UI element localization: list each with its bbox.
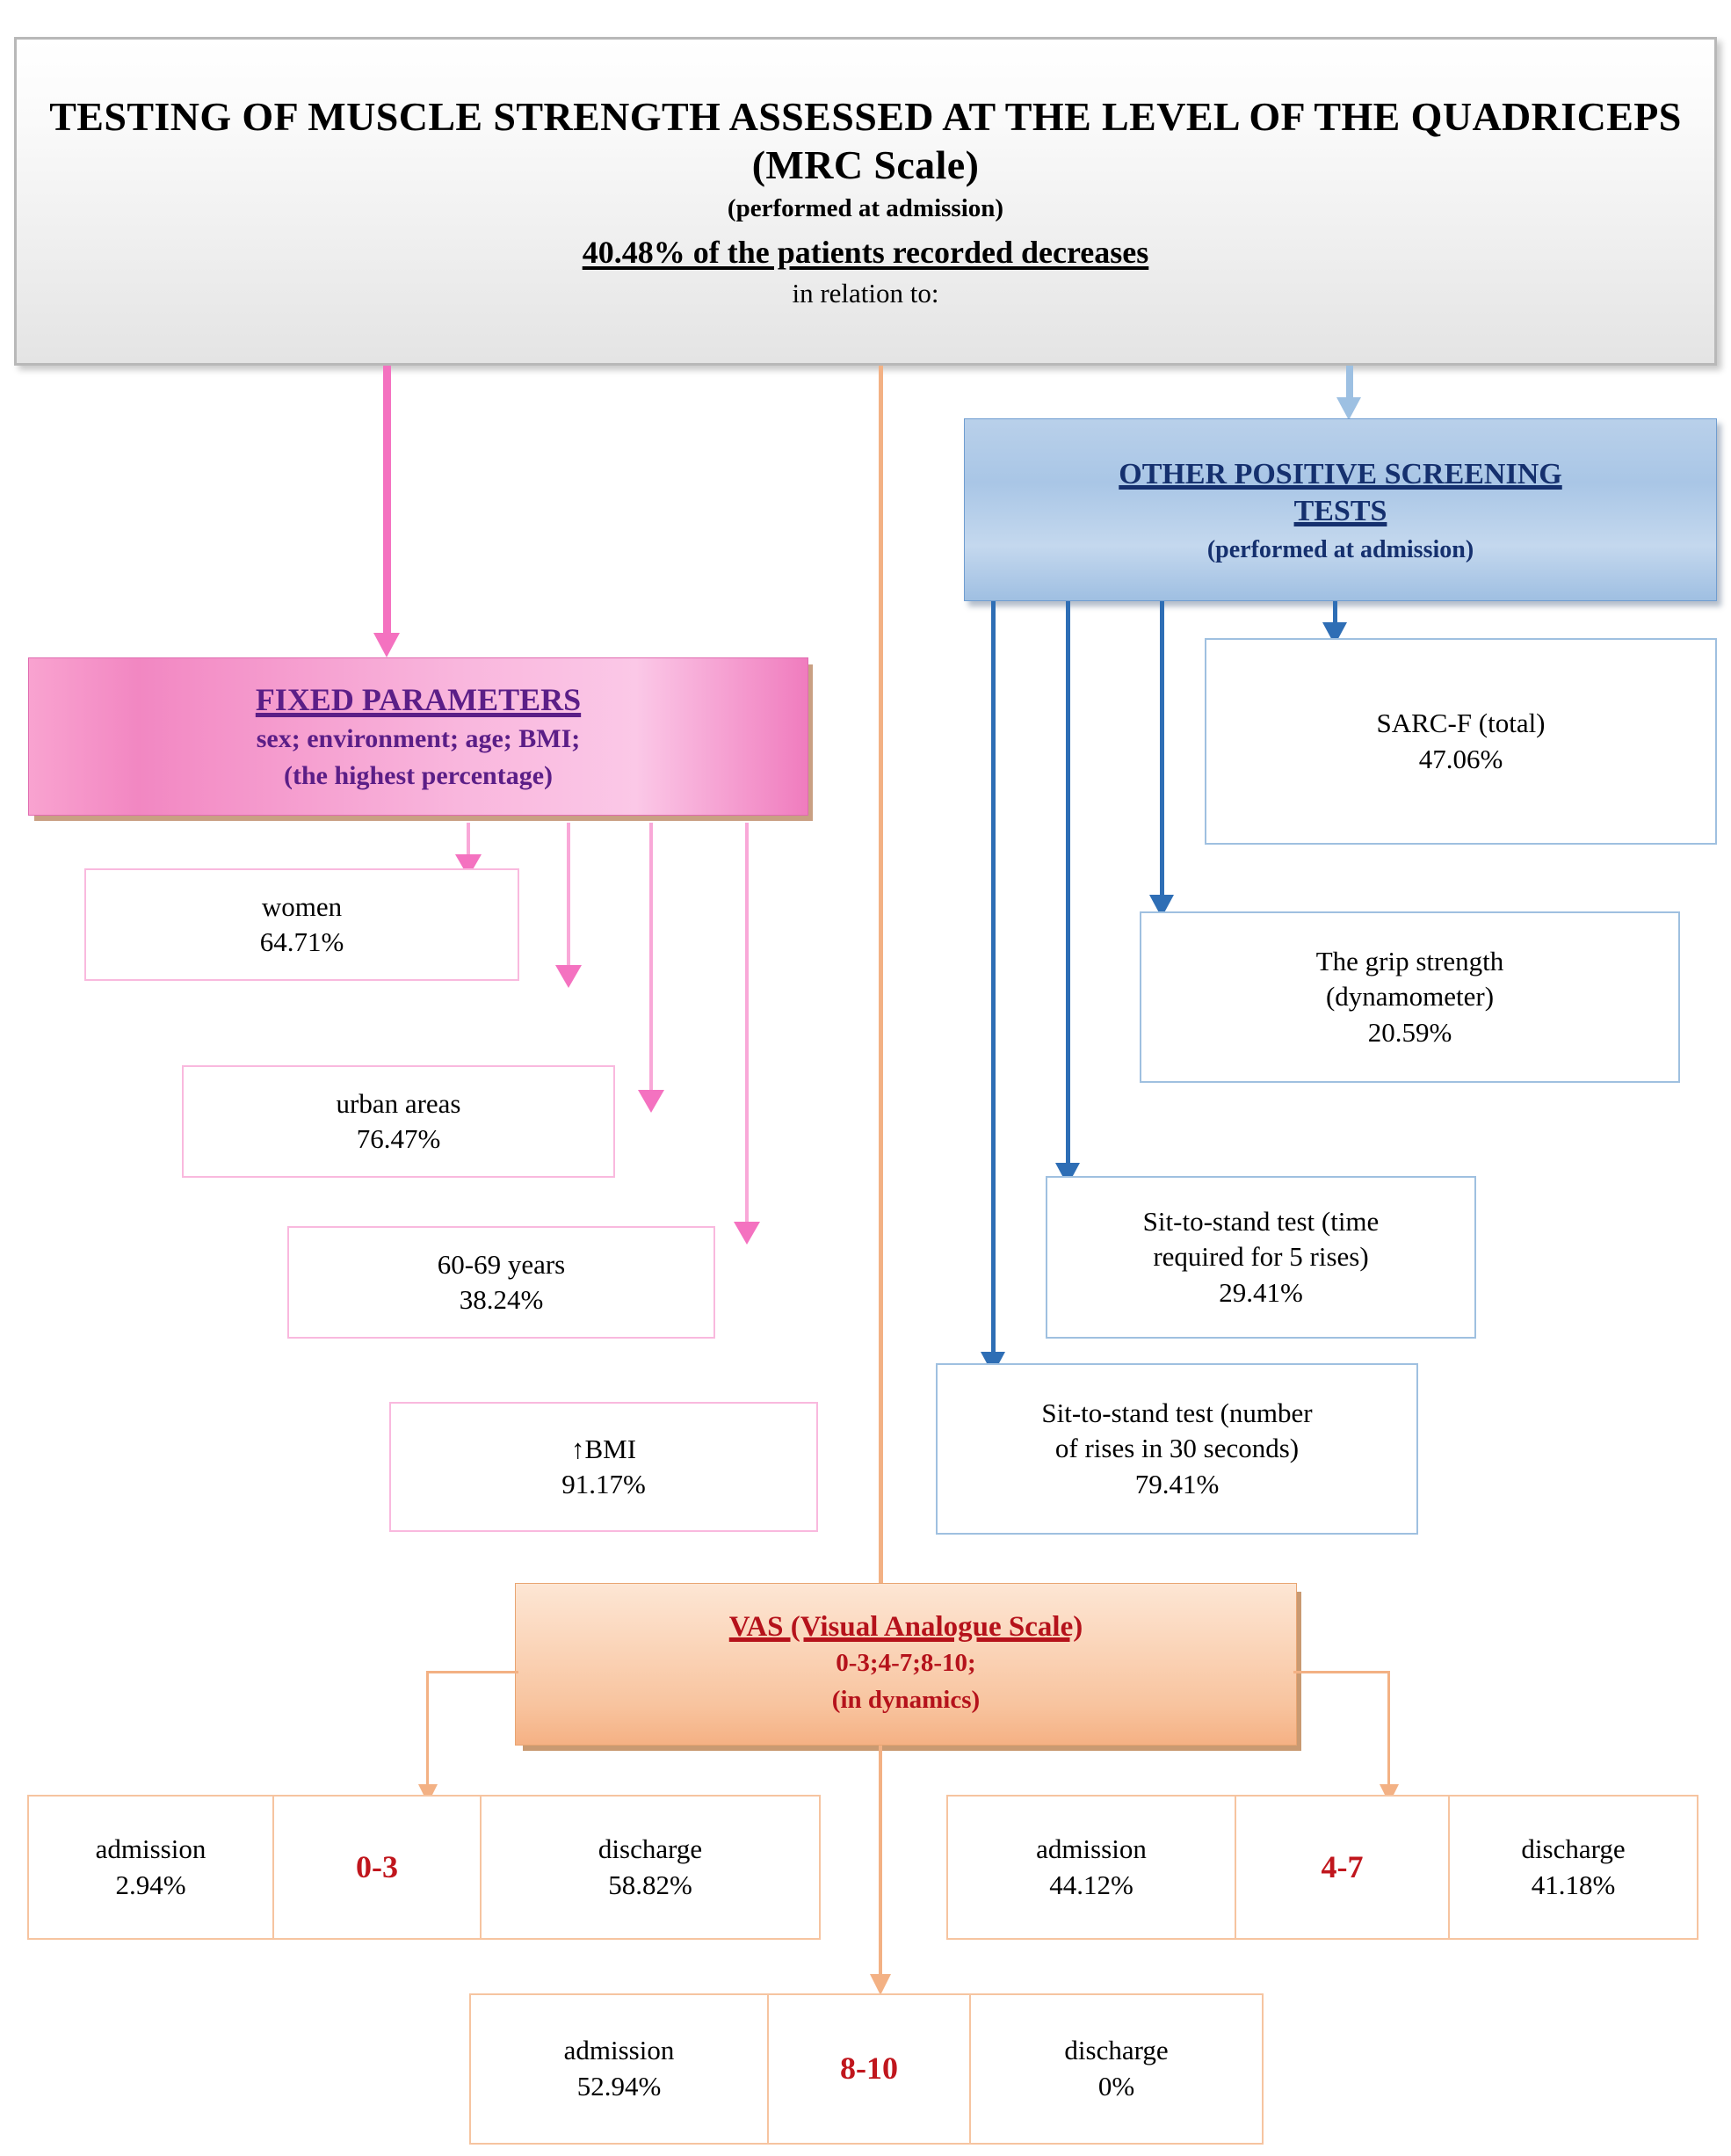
header-box: TESTING OF MUSCLE STRENGTH ASSESSED AT T… bbox=[14, 37, 1717, 366]
connector-vas-right-vertical bbox=[1387, 1671, 1390, 1789]
header-subtitle: (performed at admission) bbox=[727, 193, 1004, 222]
fixed-parameters-title: FIXED PARAMETERS bbox=[255, 681, 582, 717]
vas-0-3-discharge-cell: discharge 58.82% bbox=[480, 1795, 821, 1940]
connector-vas-left-horizontal bbox=[426, 1671, 518, 1673]
connector-fixed-to-urban bbox=[567, 823, 570, 970]
leaf-label-women: women bbox=[261, 890, 343, 922]
vas-0-3-admission-label: admission bbox=[95, 1833, 206, 1864]
arrowhead-bmi bbox=[734, 1222, 760, 1245]
connector-header-to-fixed-parameters bbox=[383, 366, 391, 638]
leaf-label-bmi: ↑BMI bbox=[570, 1433, 637, 1464]
vas-title: VAS (Visual Analogue Scale) bbox=[728, 1611, 1083, 1644]
leaf-box-bmi: ↑BMI 91.17% bbox=[389, 1402, 818, 1532]
screening-tests-subtitle: (performed at admission) bbox=[1206, 535, 1474, 563]
vas-8-10-score-cell: 8-10 bbox=[767, 1993, 971, 2145]
vas-8-10-discharge-cell: discharge 0% bbox=[969, 1993, 1264, 2145]
leaf-box-grip-strength: The grip strength (dynamometer) 20.59% bbox=[1140, 911, 1680, 1083]
fixed-parameters-subtitle-2: (the highest percentage) bbox=[283, 761, 554, 790]
vas-subtitle-2: (in dynamics) bbox=[831, 1686, 981, 1714]
vas-group-0-3: admission 2.94% 0-3 discharge 58.82% bbox=[27, 1795, 821, 1940]
leaf-value-sts-count: 79.41% bbox=[1134, 1468, 1220, 1499]
connector-screening-to-sarcf bbox=[1333, 601, 1337, 628]
connector-fixed-to-bmi bbox=[745, 823, 749, 1227]
header-relation-label: in relation to: bbox=[792, 277, 939, 309]
leaf-label-sts-count-1: Sit-to-stand test (number bbox=[1041, 1397, 1313, 1429]
vas-4-7-admission-label: admission bbox=[1036, 1833, 1147, 1864]
arrowhead-urban bbox=[555, 965, 582, 988]
arrowhead-vas-group-8-10 bbox=[870, 1974, 891, 1995]
vas-8-10-score: 8-10 bbox=[840, 2051, 898, 2087]
connector-screening-to-sts-count bbox=[991, 601, 996, 1357]
vas-4-7-score-cell: 4-7 bbox=[1235, 1795, 1450, 1940]
leaf-box-urban-areas: urban areas 76.47% bbox=[182, 1065, 615, 1178]
vas-group-4-7: admission 44.12% 4-7 discharge 41.18% bbox=[946, 1795, 1700, 1940]
connector-screening-to-grip bbox=[1160, 601, 1164, 900]
connector-fixed-to-age bbox=[649, 823, 653, 1095]
vas-4-7-score: 4-7 bbox=[1321, 1848, 1364, 1884]
arrowhead-screening-tests bbox=[1336, 397, 1361, 420]
connector-vas-right-horizontal bbox=[1293, 1671, 1390, 1673]
leaf-box-sarc-f: SARC-F (total) 47.06% bbox=[1205, 638, 1717, 845]
connector-vas-center-vertical bbox=[879, 1746, 882, 1979]
fixed-parameters-subtitle-1: sex; environment; age; BMI; bbox=[256, 723, 581, 753]
screening-tests-title-1: OTHER POSITIVE SCREENING bbox=[1119, 457, 1562, 490]
leaf-value-urban-areas: 76.47% bbox=[356, 1123, 441, 1154]
leaf-box-women: women 64.71% bbox=[84, 868, 519, 981]
header-statistic: 40.48% of the patients recorded decrease… bbox=[582, 234, 1149, 270]
vas-0-3-score-cell: 0-3 bbox=[272, 1795, 482, 1940]
connector-header-to-vas bbox=[879, 366, 883, 1583]
leaf-value-grip-strength: 20.59% bbox=[1367, 1016, 1452, 1048]
vas-4-7-admission-cell: admission 44.12% bbox=[946, 1795, 1236, 1940]
leaf-label-sts-time-1: Sit-to-stand test (time bbox=[1142, 1206, 1380, 1238]
vas-8-10-discharge-value: 0% bbox=[1097, 2071, 1135, 2102]
vas-0-3-admission-cell: admission 2.94% bbox=[27, 1795, 274, 1940]
leaf-label-grip-strength-2: (dynamometer) bbox=[1325, 981, 1495, 1013]
leaf-label-sts-count-2: of rises in 30 seconds) bbox=[1054, 1433, 1300, 1464]
leaf-label-urban-areas: urban areas bbox=[336, 1087, 461, 1119]
vas-8-10-discharge-label: discharge bbox=[1064, 2035, 1169, 2066]
vas-8-10-admission-cell: admission 52.94% bbox=[469, 1993, 769, 2145]
vas-4-7-discharge-value: 41.18% bbox=[1531, 1869, 1616, 1900]
leaf-value-sts-time: 29.41% bbox=[1219, 1276, 1303, 1308]
leaf-value-bmi: 91.17% bbox=[561, 1469, 646, 1499]
vas-subtitle-1: 0-3;4-7;8-10; bbox=[836, 1649, 976, 1678]
leaf-box-sit-to-stand-time: Sit-to-stand test (time required for 5 r… bbox=[1046, 1176, 1476, 1339]
connector-header-to-screening-tests bbox=[1346, 366, 1353, 403]
vas-4-7-discharge-label: discharge bbox=[1521, 1833, 1626, 1864]
leaf-label-sarc-f: SARC-F (total) bbox=[1376, 708, 1546, 739]
leaf-value-women: 64.71% bbox=[259, 926, 344, 957]
vas-0-3-discharge-label: discharge bbox=[598, 1833, 703, 1864]
vas-4-7-admission-value: 44.12% bbox=[1049, 1869, 1133, 1900]
arrowhead-age bbox=[638, 1090, 664, 1113]
header-title: TESTING OF MUSCLE STRENGTH ASSESSED AT T… bbox=[49, 94, 1682, 187]
vas-box: VAS (Visual Analogue Scale) 0-3;4-7;8-10… bbox=[515, 1583, 1297, 1746]
vas-0-3-admission-value: 2.94% bbox=[115, 1869, 186, 1900]
screening-tests-box: OTHER POSITIVE SCREENING TESTS (performe… bbox=[964, 418, 1717, 601]
vas-8-10-admission-label: admission bbox=[563, 2035, 675, 2066]
leaf-value-age-range: 38.24% bbox=[459, 1284, 544, 1315]
connector-vas-left-vertical bbox=[426, 1671, 429, 1789]
leaf-value-sarc-f: 47.06% bbox=[1418, 743, 1503, 774]
vas-0-3-score: 0-3 bbox=[356, 1848, 398, 1884]
leaf-label-grip-strength-1: The grip strength bbox=[1315, 946, 1504, 977]
screening-tests-title-2: TESTS bbox=[1293, 495, 1387, 527]
leaf-label-age-range: 60-69 years bbox=[437, 1248, 566, 1280]
vas-group-8-10: admission 52.94% 8-10 discharge 0% bbox=[469, 1993, 1267, 2145]
vas-8-10-admission-value: 52.94% bbox=[576, 2071, 662, 2102]
arrowhead-fixed-parameters bbox=[373, 633, 400, 657]
vas-4-7-discharge-cell: discharge 41.18% bbox=[1448, 1795, 1698, 1940]
connector-screening-to-sts-time bbox=[1066, 601, 1070, 1168]
leaf-label-sts-time-2: required for 5 rises) bbox=[1153, 1241, 1369, 1273]
leaf-box-age-range: 60-69 years 38.24% bbox=[287, 1226, 715, 1339]
leaf-box-sit-to-stand-count: Sit-to-stand test (number of rises in 30… bbox=[936, 1363, 1418, 1535]
vas-0-3-discharge-value: 58.82% bbox=[608, 1869, 692, 1900]
fixed-parameters-box: FIXED PARAMETERS sex; environment; age; … bbox=[28, 657, 808, 816]
connector-fixed-to-women bbox=[467, 823, 470, 860]
